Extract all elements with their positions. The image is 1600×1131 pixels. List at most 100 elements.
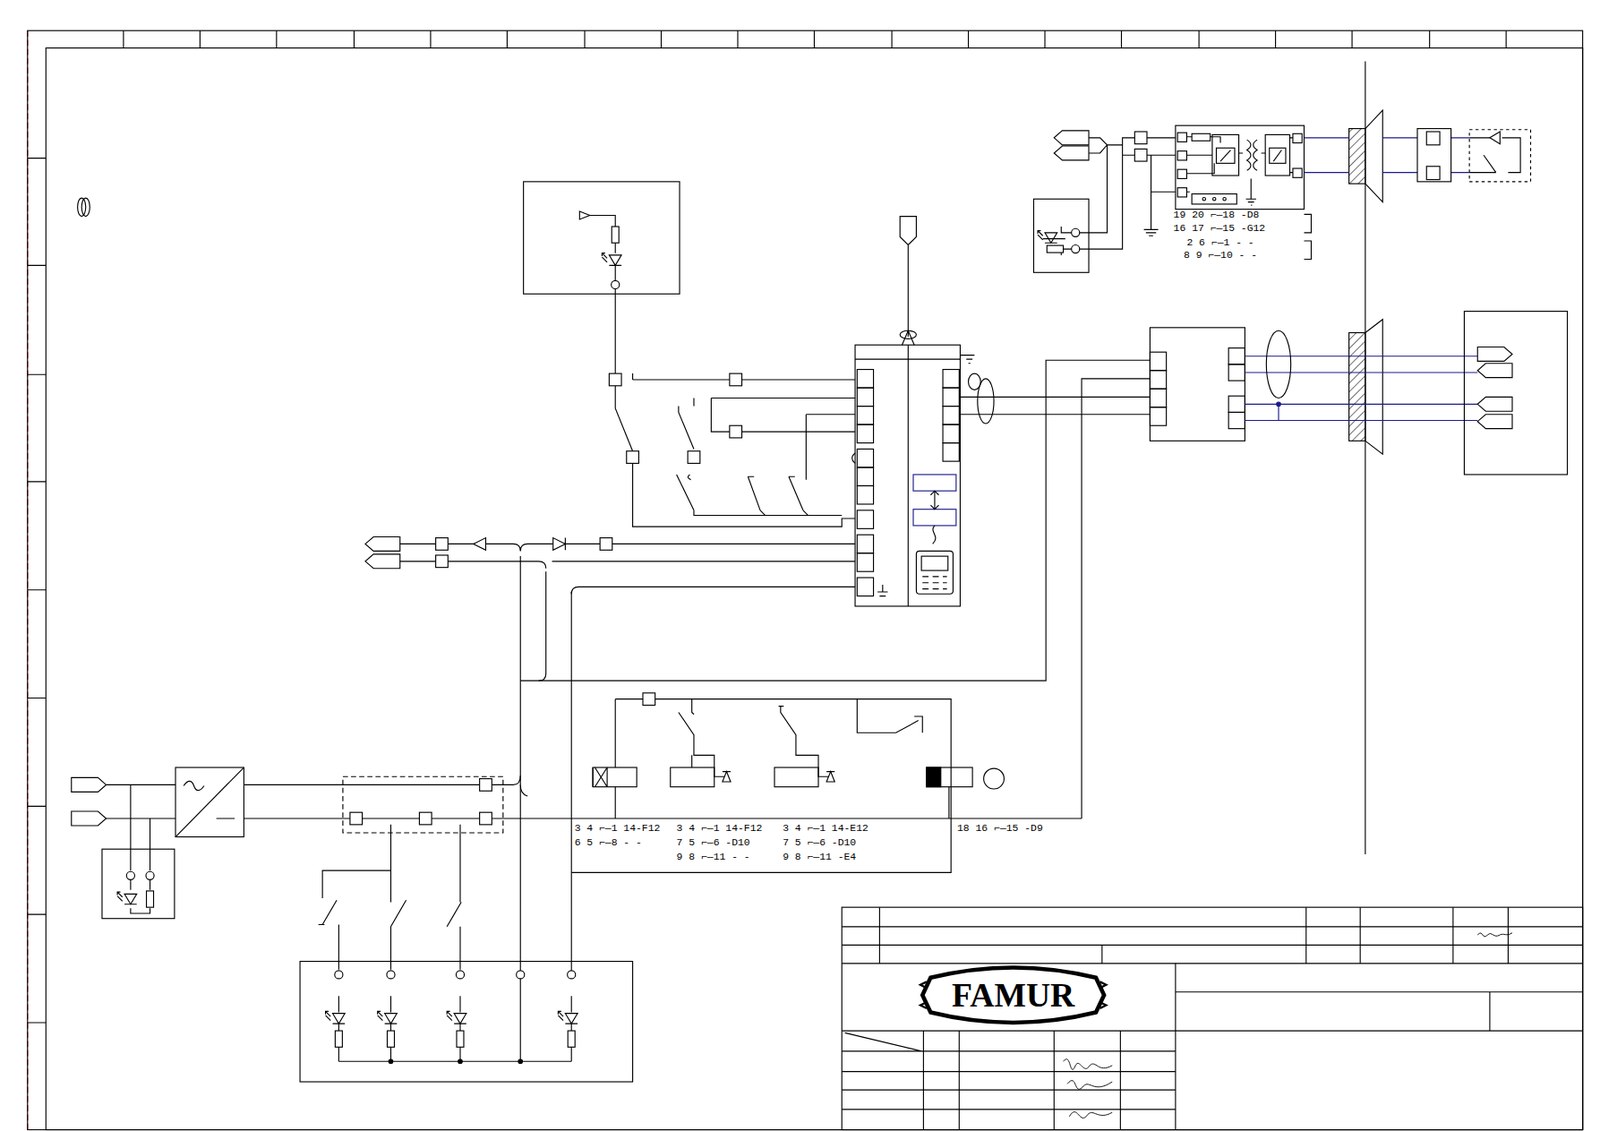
sensor-and-switches [579, 211, 616, 281]
sensor-and-switches [611, 226, 619, 243]
relay-panel [670, 767, 715, 788]
controller-unit [856, 510, 873, 530]
relay-panel [678, 699, 725, 778]
signal-wiring [553, 538, 566, 551]
remote-section [1273, 150, 1282, 163]
remote-section [1223, 197, 1226, 201]
controller-unit [855, 344, 960, 607]
remote-section [1043, 226, 1072, 256]
remote-section [1417, 128, 1452, 182]
power-supply-section [419, 812, 432, 825]
sensor-and-switches [608, 373, 622, 386]
title-block [841, 906, 1583, 964]
remote-section [1202, 197, 1206, 201]
relay-panel [571, 699, 951, 873]
remote-section [1292, 168, 1302, 178]
relay-panel [642, 693, 656, 706]
sensor-and-switches [523, 181, 680, 294]
remote-section [1349, 333, 1366, 442]
controller-unit [922, 576, 947, 590]
remote-section [1303, 137, 1470, 173]
remote-section [1149, 388, 1166, 408]
remote-section [1246, 178, 1257, 206]
controller-unit [921, 556, 949, 571]
cross-reference: 7 5 ⌐—6 -D10 [782, 837, 856, 850]
power-supply-section [71, 811, 107, 826]
sensor-and-switches [693, 510, 842, 516]
sheet-frame [45, 48, 1583, 1130]
remote-section [1292, 133, 1302, 143]
power-supply-section [557, 995, 578, 1061]
relay-panel [592, 767, 608, 788]
sensor-and-switches [747, 476, 804, 511]
controller-unit [856, 534, 873, 554]
sheet-frame [27, 158, 47, 1023]
remote-section [1071, 228, 1080, 237]
relay-panel [592, 767, 637, 788]
remote-section [1149, 370, 1166, 390]
remote-section [1134, 148, 1147, 162]
power-supply-section [175, 767, 244, 837]
controller-unit [856, 424, 873, 444]
remote-section [1244, 356, 1478, 421]
power-supply-section [71, 777, 107, 792]
remote-section [1177, 188, 1187, 197]
remote-section [1177, 151, 1187, 161]
remote-section [1239, 139, 1267, 171]
power-supply-section [146, 890, 155, 907]
relay-panel [571, 693, 1004, 873]
controller-unit [942, 369, 959, 389]
remote-section [1088, 137, 1135, 155]
power-supply-section [102, 848, 175, 918]
title-block [1175, 963, 1583, 1130]
controller-unit [942, 424, 959, 444]
remote-section [1046, 245, 1063, 253]
controller-unit [942, 387, 959, 407]
remote-section [1426, 131, 1440, 146]
controller-unit [913, 474, 957, 491]
controller-unit [930, 490, 939, 544]
power-supply-section [175, 767, 244, 837]
remote-section [1477, 396, 1513, 411]
power-supply-section [388, 1059, 394, 1064]
title-block [1063, 932, 1513, 1119]
remote-section [1228, 411, 1245, 428]
remote-section [1053, 130, 1089, 146]
relay-panel [778, 706, 830, 778]
sensor-and-switches [601, 253, 622, 266]
sensor-and-switches [611, 280, 620, 289]
controller-unit [856, 387, 873, 407]
controller-unit [856, 448, 873, 468]
cross-reference: 18 16 ⌐—15 -D9 [957, 822, 1044, 836]
remote-section [1177, 169, 1187, 179]
signal-wiring [552, 560, 856, 562]
remote-section [1033, 198, 1089, 273]
power-supply-section [518, 1059, 523, 1064]
relay-panel [926, 767, 973, 788]
controller-unit [856, 553, 873, 573]
remote-section [1365, 110, 1383, 203]
remote-section [1469, 129, 1531, 182]
remote-section [1290, 137, 1293, 173]
sensor-and-switches [626, 451, 640, 464]
controller-unit [907, 245, 909, 338]
signal-wiring [365, 554, 401, 569]
remote-section [1269, 147, 1286, 163]
sheet-frame [123, 30, 1506, 48]
relay-panel [615, 699, 617, 768]
power-supply-section [446, 824, 462, 970]
power-supply-section [71, 359, 1151, 1082]
cross-reference: 7 5 ⌐—6 -D10 [676, 837, 751, 850]
power-supply-section [145, 871, 155, 880]
cross-reference: 6 5 ⌐—8 - - [574, 837, 642, 850]
remote-section [1144, 137, 1176, 236]
signal-wiring [436, 538, 449, 551]
title-block [841, 906, 1583, 1130]
sensor-and-switches [729, 425, 743, 438]
power-supply-section [479, 812, 493, 825]
power-supply-section [117, 891, 137, 905]
signal-wiring [400, 543, 856, 594]
remote-section [1365, 319, 1383, 454]
title-block [922, 966, 1104, 1023]
